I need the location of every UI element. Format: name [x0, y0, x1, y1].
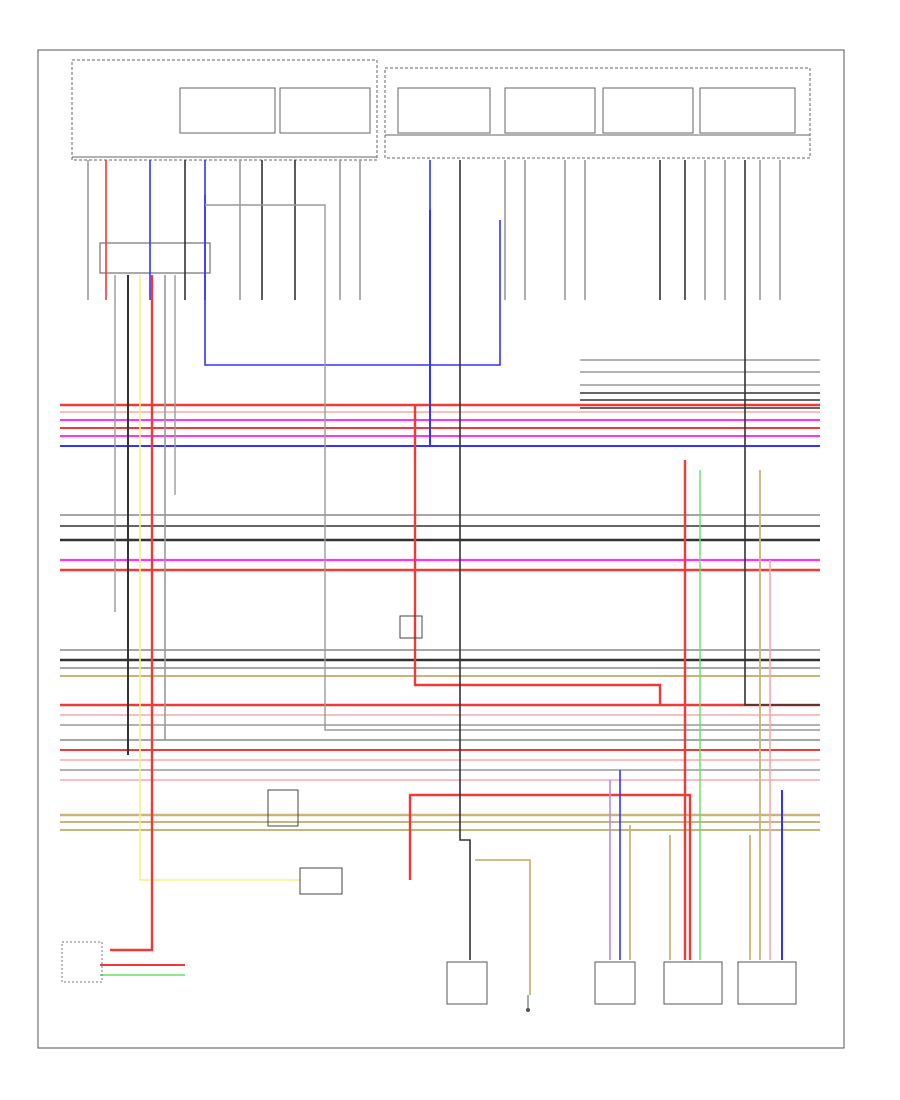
wire-64 [205, 204, 820, 731]
junction-connector-box [99, 242, 211, 274]
relay-symbols [267, 615, 423, 895]
wire-66 [408, 793, 692, 960]
top-connectors [71, 59, 811, 161]
bottom-components [61, 941, 797, 1012]
wire-harness [60, 160, 820, 995]
wire-57 [139, 275, 300, 881]
wire-67 [459, 300, 471, 960]
fuel-sender-gauge-box [594, 961, 636, 1005]
diagram-frame [37, 49, 845, 1049]
ground-point-dot [526, 1008, 530, 1012]
lower-left-connector [61, 941, 103, 983]
fuel-pump-resistor-box [446, 961, 488, 1005]
wire-65 [413, 405, 662, 705]
wire-62 [204, 195, 501, 366]
wire-71 [744, 300, 820, 706]
wire-58 [110, 275, 154, 952]
exhaust-sensor-1-box [663, 961, 723, 1005]
wire-68 [475, 859, 531, 995]
exhaust-sensor-2-box [737, 961, 797, 1005]
